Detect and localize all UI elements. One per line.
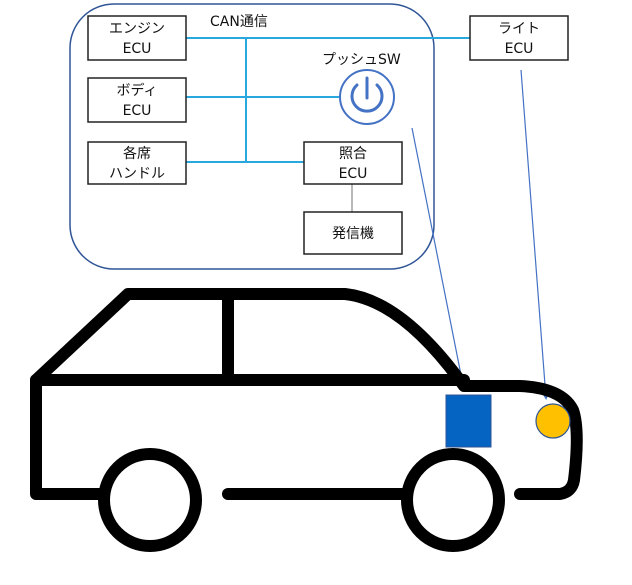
front-wheel [401,448,505,552]
shogo-ecu-box: 照合 ECU [303,141,403,185]
light-to-headlight-arrow [520,69,550,400]
system-frame [69,3,435,270]
headlight [535,403,571,439]
hasshin-box: 発信機 [303,211,403,255]
light-ecu-line2: ECU [505,41,534,57]
light-ecu-box: ライト ECU [469,15,569,61]
engine-ecu-line1: エンジン [109,21,165,37]
car-body-outline [30,288,583,500]
seat-handle-line2: ハンドル [109,166,165,182]
body-ecu-line2: ECU [123,103,152,119]
shogo-ecu-line1: 照合 [339,146,367,162]
car-illustration [30,288,583,552]
can-bus-lines [186,37,470,163]
rear-wheel [98,448,202,552]
shogo-ecu-line2: ECU [339,166,368,182]
push-sw-label: プッシュSW [322,52,401,68]
engine-ecu-box: エンジン ECU [87,15,187,61]
can-bus-label: CAN通信 [210,14,268,30]
body-ecu-line1: ボディ [116,82,157,99]
light-ecu-line1: ライト [498,21,540,37]
power-icon [339,69,395,125]
hasshin-label: 発信機 [332,226,374,242]
seat-handle-box: 各席 ハンドル [87,141,187,185]
body-ecu-box: ボディ ECU [87,77,187,123]
engine-ecu-line2: ECU [123,41,152,57]
seat-handle-line1: 各席 [123,146,151,162]
antenna-box [445,394,492,448]
pushsw-to-antenna-arrow [411,127,467,392]
